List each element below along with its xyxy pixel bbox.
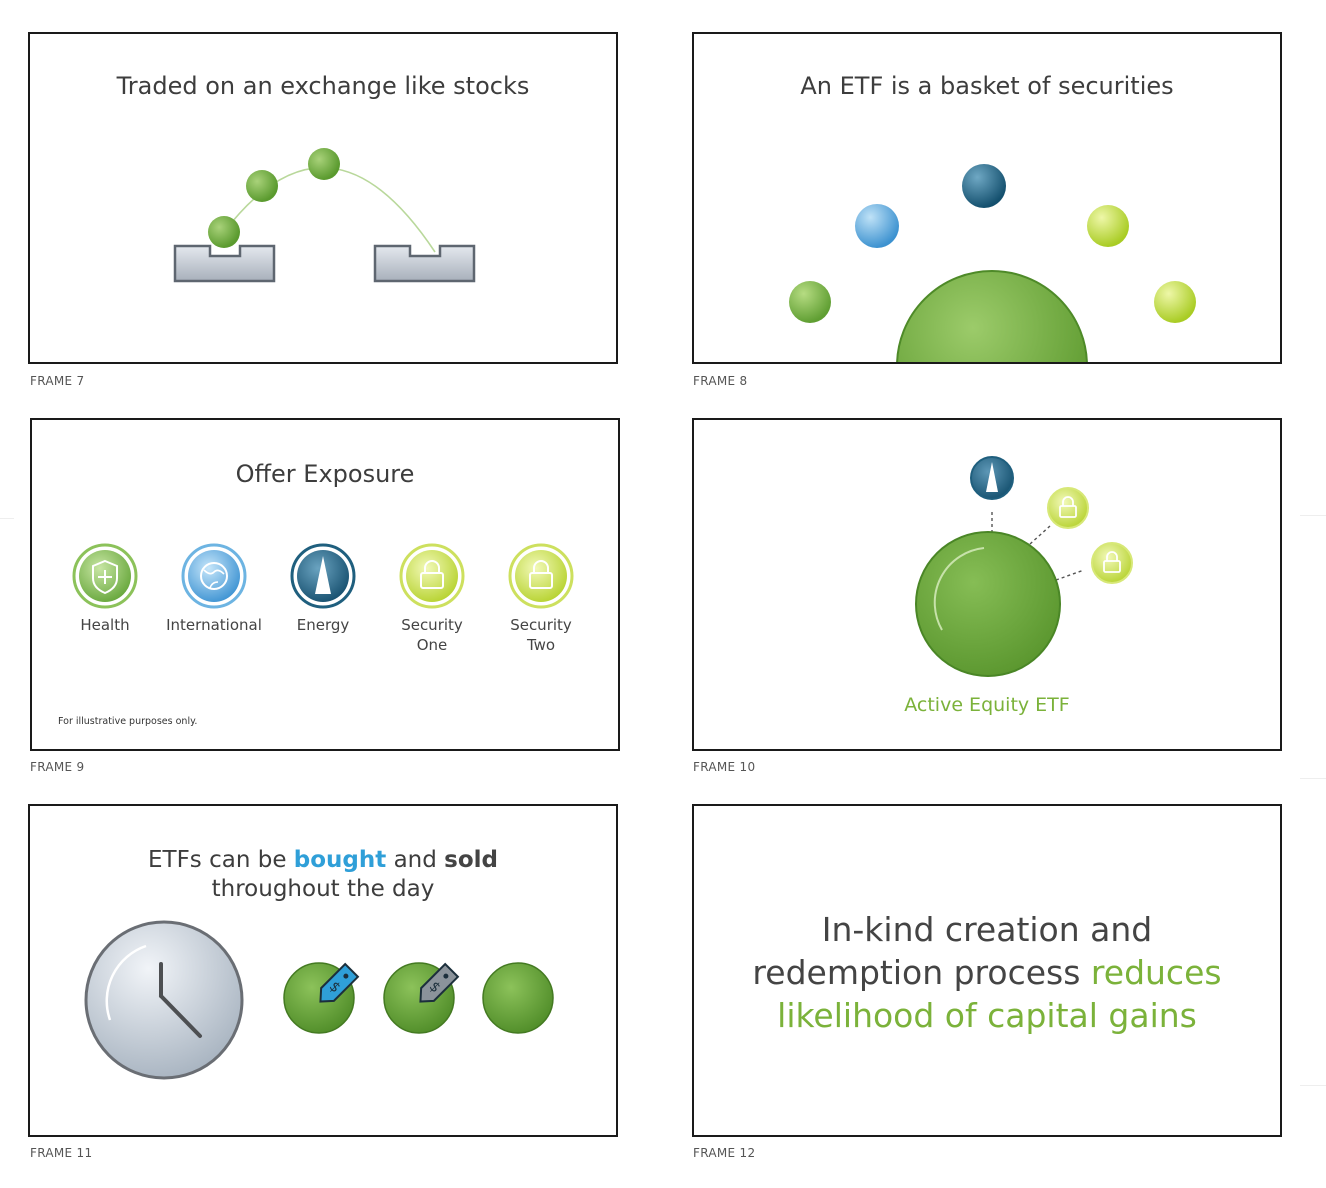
- lock-icon: [1047, 487, 1089, 529]
- message-line-1: In-kind creation and: [821, 910, 1153, 949]
- message-line-2: redemption process: [752, 953, 1091, 992]
- frame-9-caption: FRAME 9: [30, 760, 85, 774]
- frame-11: ETFs can be bought and sold throughout t…: [28, 804, 618, 1137]
- frame-10: Active Equity ETF: [692, 418, 1282, 751]
- globe-icon: [181, 543, 247, 609]
- health-shield-icon: [72, 543, 138, 609]
- active-equity-etf-label: Active Equity ETF: [904, 694, 1070, 716]
- title-line2: throughout the day: [211, 876, 435, 902]
- frame-8: An ETF is a basket of securities: [692, 32, 1282, 364]
- title-sold: sold: [444, 847, 499, 873]
- frame-11-caption: FRAME 11: [30, 1146, 93, 1160]
- title-text-mid: and: [386, 847, 445, 873]
- plain-ball: [482, 962, 554, 1034]
- frame-9-title: Offer Exposure: [235, 460, 415, 488]
- frame-7-caption: FRAME 7: [30, 374, 85, 388]
- active-etf-ball: [915, 531, 1061, 677]
- security-ball-green: [789, 281, 831, 323]
- ball-with-blue-price-tag: $: [283, 962, 360, 1034]
- frame-11-title: ETFs can be bought and sold throughout t…: [30, 846, 616, 904]
- illustrative-footnote: For illustrative purposes only.: [58, 716, 198, 727]
- exposure-label-energy: Energy: [296, 616, 350, 634]
- ball-1: [208, 216, 240, 248]
- oil-rig-icon: [970, 456, 1014, 500]
- frame-8-caption: FRAME 8: [693, 374, 748, 388]
- frame-12-caption: FRAME 12: [693, 1146, 756, 1160]
- tray-left: [173, 244, 276, 283]
- frame-12: In-kind creation and redemption process …: [692, 804, 1282, 1137]
- trading-illustration: $ $: [84, 920, 554, 1080]
- exposure-label-security-two: Security Two: [510, 616, 572, 654]
- exposure-label-health: Health: [80, 616, 130, 634]
- frame-7: Traded on an exchange like stocks: [28, 32, 618, 364]
- frame-10-caption: FRAME 10: [693, 760, 756, 774]
- active-etf-illustration: [915, 456, 1133, 677]
- title-text-pre: ETFs can be: [147, 847, 294, 873]
- ball-2: [246, 170, 278, 202]
- frame-7-title: Traded on an exchange like stocks: [116, 72, 530, 100]
- tray-right: [373, 244, 476, 283]
- oil-rig-icon: [290, 543, 356, 609]
- message-line-3: likelihood of capital gains: [777, 996, 1197, 1035]
- ball-3: [308, 148, 340, 180]
- exposure-label-international: International: [166, 616, 262, 634]
- title-bought: bought: [293, 847, 387, 873]
- ball-with-gray-price-tag: $: [383, 962, 460, 1034]
- lock-icon: [1091, 542, 1133, 584]
- lock-icon: [399, 543, 465, 609]
- clock-icon: [84, 920, 244, 1080]
- exchange-illustration: [173, 148, 476, 283]
- frame-12-message: In-kind creation and redemption process …: [694, 908, 1280, 1037]
- frame-8-title: An ETF is a basket of securities: [800, 72, 1174, 100]
- exposure-icons: [72, 543, 574, 609]
- security-ball-lime-1: [1087, 205, 1129, 247]
- security-ball-teal: [962, 164, 1006, 208]
- message-reduces: reduces: [1090, 953, 1222, 992]
- security-ball-blue: [855, 204, 899, 248]
- basket-illustration: [789, 164, 1196, 362]
- security-ball-lime-2: [1154, 281, 1196, 323]
- frame-9: Offer Exposure: [30, 418, 620, 751]
- etf-ball: [896, 270, 1088, 362]
- exposure-label-security-one: Security One: [401, 616, 463, 654]
- lock-icon: [508, 543, 574, 609]
